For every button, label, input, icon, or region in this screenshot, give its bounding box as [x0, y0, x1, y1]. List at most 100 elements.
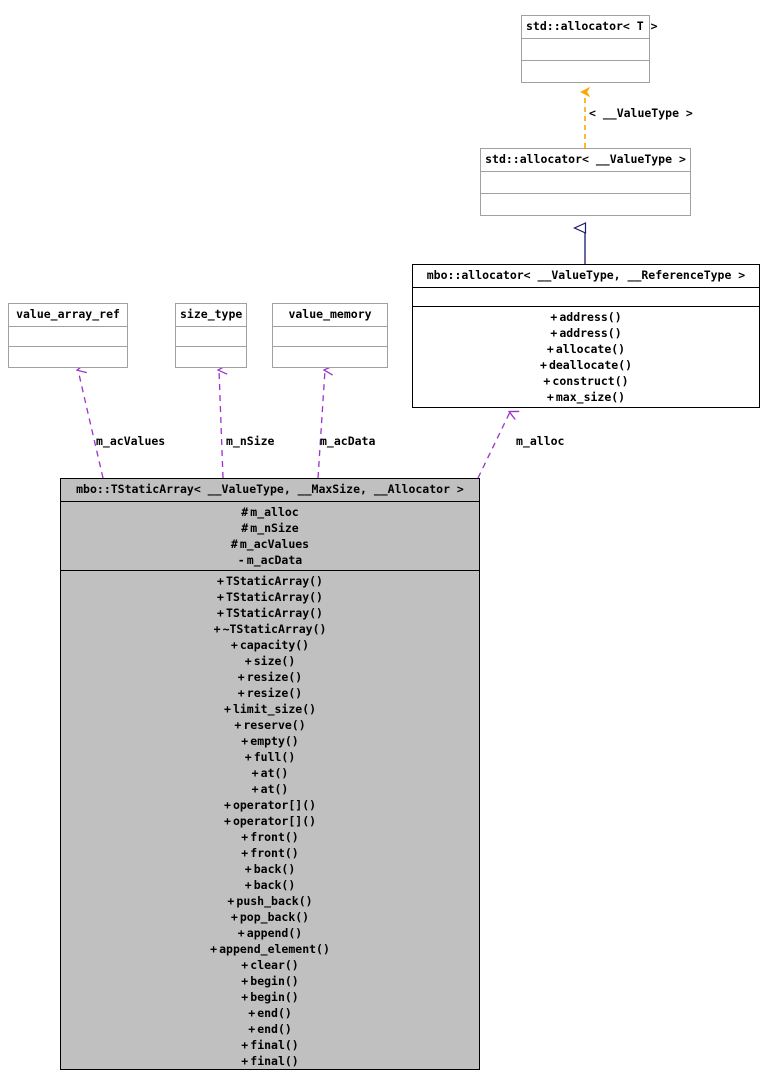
class-member: +operator[]() [61, 797, 479, 813]
member-visibility: + [223, 798, 231, 812]
class-member: +TStaticArray() [61, 589, 479, 605]
member-name: ~TStaticArray() [222, 622, 327, 636]
member-name: m_acValues [239, 537, 310, 551]
class-operations-std-allocator-valuetype [481, 194, 690, 215]
class-operations-value-memory [273, 347, 387, 367]
member-visibility: + [248, 1022, 256, 1036]
member-name: TStaticArray() [226, 574, 323, 588]
member-name: construct() [552, 374, 629, 388]
edge-usage-m-nsize [219, 370, 223, 479]
member-name: deallocate() [548, 358, 633, 372]
member-name: begin() [250, 990, 299, 1004]
member-name: final() [250, 1038, 299, 1052]
class-box-value-memory[interactable]: value_memory [272, 303, 388, 368]
class-member: #m_acValues [61, 536, 479, 552]
class-member: +max_size() [413, 389, 759, 405]
member-name: m_nSize [250, 521, 299, 535]
member-visibility: + [244, 878, 252, 892]
class-member: +push_back() [61, 893, 479, 909]
member-visibility: + [230, 638, 238, 652]
member-name: limit_size() [232, 702, 317, 716]
class-title-value-memory: value_memory [273, 304, 387, 327]
class-member: +empty() [61, 733, 479, 749]
edge-usage-m-alloc [477, 412, 510, 479]
member-name: address() [559, 326, 622, 340]
class-member: +final() [61, 1037, 479, 1053]
member-name: append() [246, 926, 303, 940]
member-visibility: # [241, 505, 249, 519]
member-visibility: + [244, 654, 252, 668]
member-visibility: + [546, 390, 554, 404]
class-box-std-allocator-valuetype[interactable]: std::allocator< __ValueType > [480, 148, 691, 216]
class-operations-value-array-ref [9, 347, 127, 367]
member-name: TStaticArray() [226, 606, 323, 620]
edge-label-m-acdata: m_acData [320, 434, 376, 448]
class-attributes-mbo-allocator [413, 288, 759, 307]
member-visibility: + [213, 622, 221, 636]
class-member: +front() [61, 845, 479, 861]
class-member: +full() [61, 749, 479, 765]
class-attributes-mbo-tstaticarray: #m_alloc#m_nSize#m_acValues-m_acData [61, 502, 479, 571]
member-visibility: + [237, 926, 245, 940]
member-name: front() [250, 846, 299, 860]
class-box-mbo-tstaticarray[interactable]: mbo::TStaticArray< __ValueType, __MaxSiz… [60, 478, 480, 1070]
member-visibility: + [217, 606, 224, 620]
class-member: +resize() [61, 685, 479, 701]
class-box-value-array-ref[interactable]: value_array_ref [8, 303, 128, 368]
member-visibility: + [217, 574, 224, 588]
class-member: +clear() [61, 957, 479, 973]
member-name: operator[]() [232, 798, 317, 812]
class-member: +end() [61, 1005, 479, 1021]
member-name: end() [257, 1022, 292, 1036]
member-visibility: - [237, 553, 245, 567]
class-operations-size-type [176, 347, 246, 367]
class-member: #m_alloc [61, 504, 479, 520]
member-name: end() [257, 1006, 292, 1020]
member-visibility: + [244, 750, 252, 764]
class-member: +reserve() [61, 717, 479, 733]
member-name: pop_back() [239, 910, 310, 924]
member-visibility: + [543, 374, 551, 388]
class-box-mbo-allocator[interactable]: mbo::allocator< __ValueType, __Reference… [412, 264, 760, 408]
edge-usage-m-acvalues [78, 370, 104, 479]
class-title-mbo-tstaticarray: mbo::TStaticArray< __ValueType, __MaxSiz… [61, 479, 479, 502]
class-operations-mbo-allocator: +address()+address()+allocate()+dealloca… [413, 307, 759, 407]
member-visibility: + [223, 814, 231, 828]
member-visibility: + [217, 590, 224, 604]
class-member: +append() [61, 925, 479, 941]
class-member: +capacity() [61, 637, 479, 653]
class-box-std-allocator-t[interactable]: std::allocator< T > [521, 15, 658, 83]
class-member: +limit_size() [61, 701, 479, 717]
class-attributes-size-type [176, 327, 246, 348]
member-name: empty() [250, 734, 299, 748]
member-visibility: + [550, 326, 558, 340]
member-visibility: + [241, 1054, 249, 1068]
member-visibility: + [546, 342, 554, 356]
member-visibility: + [241, 734, 249, 748]
member-name: TStaticArray() [226, 590, 323, 604]
member-name: push_back() [236, 894, 313, 908]
class-member: +at() [61, 781, 479, 797]
member-name: back() [253, 862, 296, 876]
member-visibility: + [241, 1038, 249, 1052]
edge-label-template-binding: < __ValueType > [589, 106, 693, 120]
member-name: m_acData [246, 553, 303, 567]
member-name: resize() [246, 686, 303, 700]
member-visibility: + [248, 1006, 256, 1020]
class-member: +construct() [413, 373, 759, 389]
edge-label-m-nsize: m_nSize [226, 434, 275, 448]
member-visibility: + [539, 358, 547, 372]
class-member: +deallocate() [413, 357, 759, 373]
class-member: +size() [61, 653, 479, 669]
member-visibility: + [210, 942, 218, 956]
class-member: -m_acData [61, 552, 479, 568]
member-name: append_element() [219, 942, 330, 956]
class-title-size-type: size_type [176, 304, 246, 327]
member-name: back() [253, 878, 296, 892]
class-title-std-allocator-valuetype: std::allocator< __ValueType > [481, 149, 690, 172]
class-box-size-type[interactable]: size_type [175, 303, 247, 368]
member-visibility: + [241, 990, 249, 1004]
edge-usage-m-acdata [317, 370, 325, 479]
class-attributes-value-memory [273, 327, 387, 348]
member-name: max_size() [555, 390, 626, 404]
